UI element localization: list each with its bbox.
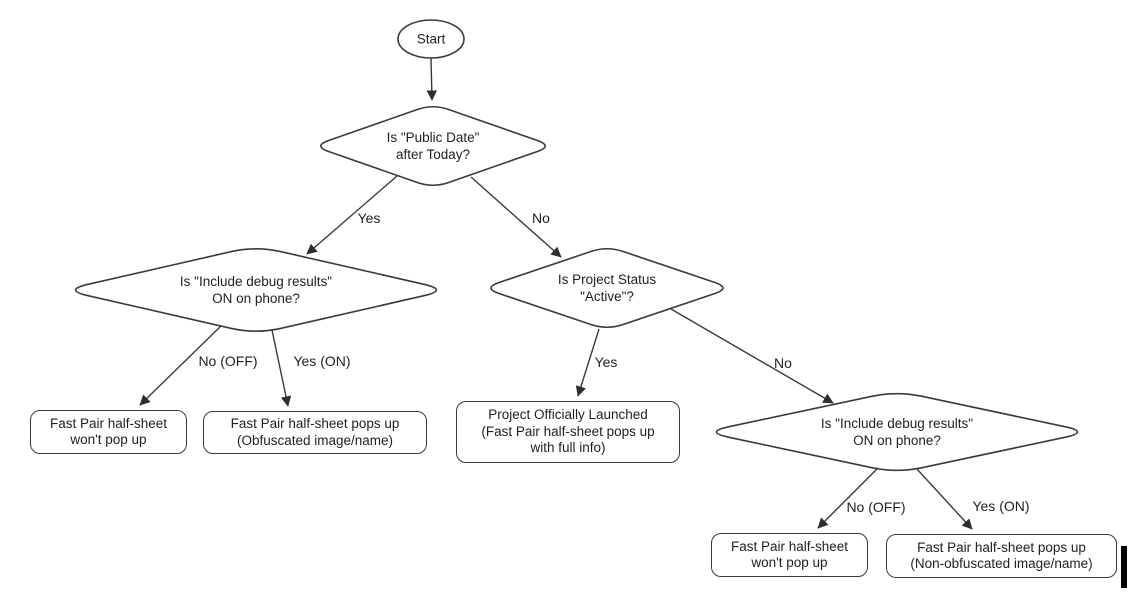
- edge-public-date-no: [470, 176, 562, 258]
- edge-label-project-status-yes: Yes: [594, 354, 618, 370]
- edge-public-date-yes: [306, 175, 398, 255]
- edge-label-project-status-no: No: [774, 355, 792, 371]
- edge-label-debug-right-yes: Yes (ON): [972, 498, 1030, 514]
- edge-debug-left-no: [139, 323, 224, 406]
- edge-debug-right-no: [817, 467, 879, 529]
- outcome-no-popup-left-box: Fast Pair half-sheet won't pop up: [30, 410, 187, 454]
- outcome-obfuscated-box: Fast Pair half-sheet pops up (Obfuscated…: [203, 411, 427, 454]
- edge-start-to-public-date: [426, 57, 438, 101]
- outcome-non-obfuscated-box: Fast Pair half-sheet pops up (Non-obfusc…: [886, 534, 1117, 578]
- edge-project-status-yes: [575, 328, 600, 397]
- edge-debug-right-yes: [915, 467, 973, 530]
- start-node-shape: [397, 19, 465, 59]
- edge-label-public-date-no: No: [532, 210, 550, 226]
- outcome-no-popup-right-box: Fast Pair half-sheet won't pop up: [711, 533, 868, 577]
- edge-debug-left-yes: [271, 329, 292, 407]
- text-cursor-artifact: [1121, 546, 1127, 588]
- decision-public-date-shape: [319, 105, 546, 187]
- decision-debug-left-shape: [74, 248, 438, 332]
- outcome-launched-box: Project Officially Launched (Fast Pair h…: [456, 401, 680, 463]
- decision-project-status-shape: [490, 247, 724, 329]
- edge-label-public-date-yes: Yes: [357, 210, 381, 226]
- edge-label-debug-left-yes: Yes (ON): [293, 353, 351, 369]
- edge-label-debug-left-no: No (OFF): [198, 353, 258, 369]
- edge-project-status-no: [670, 308, 834, 404]
- decision-debug-right-shape: [715, 392, 1079, 472]
- edge-label-debug-right-no: No (OFF): [846, 499, 906, 515]
